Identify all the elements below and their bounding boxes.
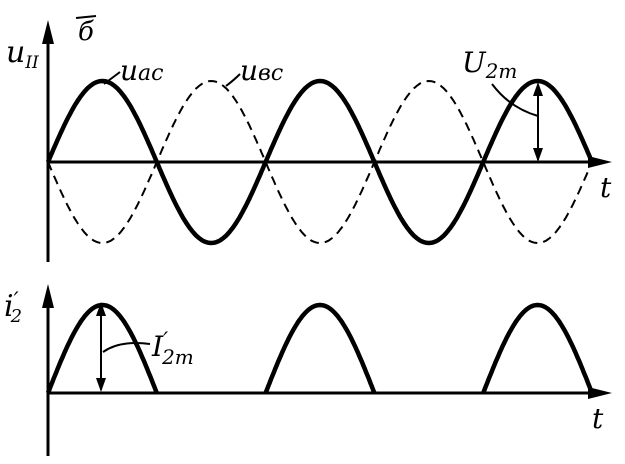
u-2m-arrow-down <box>533 148 543 162</box>
top-x-axis-arrow <box>588 156 612 168</box>
current-pulse-3 <box>481 302 595 394</box>
i-2m-leader <box>102 342 151 353</box>
u-ac-solid-curve <box>45 78 595 246</box>
bottom-plot: i′2 t I′2m <box>4 284 612 456</box>
u-2m-leader <box>491 83 539 117</box>
u-bc-label: uвс <box>240 54 283 87</box>
u-bc-leader <box>225 73 241 87</box>
current-pulse-2 <box>263 302 377 394</box>
bottom-x-axis-arrow <box>588 387 612 399</box>
current-pulse-1 <box>45 302 159 394</box>
u-2m-label: U2m <box>462 46 517 83</box>
bottom-y-axis-arrow <box>42 284 54 308</box>
i-2m-label: I′2m <box>151 329 194 369</box>
i-2m-arrow-down <box>96 378 106 392</box>
top-x-axis-label: t <box>600 171 612 204</box>
current-pulses <box>45 302 595 394</box>
u-bc-dashed-curve <box>47 79 593 245</box>
i-2m-arrow-up <box>96 302 106 316</box>
u-2m-arrow-up <box>533 82 543 96</box>
figure-letter: б <box>78 17 94 47</box>
top-plot: uII t uac uвс U2m <box>6 20 612 262</box>
top-y-axis-arrow <box>42 20 54 44</box>
figure-letter-overbar <box>75 15 97 19</box>
bottom-x-axis-label: t <box>592 402 604 435</box>
top-y-axis-label: uII <box>6 35 39 73</box>
bottom-y-axis-label: i′2 <box>4 289 22 327</box>
u-ac-leader <box>103 71 121 85</box>
u-ac-label: uac <box>120 54 163 87</box>
